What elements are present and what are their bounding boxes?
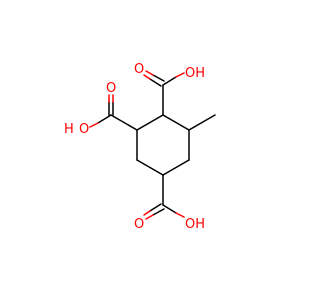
molecule-diagram: OH O H O O O OH — [64, 62, 216, 232]
bond-c-o-single-top-red — [175, 72, 185, 78]
label-o-left-carbonyl: O — [106, 81, 116, 96]
ring — [136, 114, 190, 176]
label-o-left-hydroxyl: O — [79, 122, 89, 137]
structure-canvas: OH O H O O O OH — [64, 62, 216, 232]
bond-c-o-double-bottom-a-red — [143, 210, 151, 216]
carboxyl-bottom — [143, 174, 185, 220]
label-o-bottom-carbonyl: O — [134, 217, 144, 232]
bond-ring-5 — [136, 159, 164, 176]
bond-c-o-single-bottom — [162, 204, 177, 214]
bond-ring-to-carboxyl-left — [110, 114, 138, 131]
bond-c-o-double-bottom-b — [152, 208, 165, 216]
carboxyl-top — [143, 70, 185, 116]
bond-c-o-double-bottom-b-red — [145, 214, 154, 220]
bond-methyl — [188, 114, 216, 131]
label-oh-bottom: OH — [185, 217, 205, 232]
bond-c-o-double-top-a — [149, 78, 162, 87]
label-oh-top: OH — [185, 66, 205, 81]
bond-c-o-double-top-b-red — [145, 70, 154, 76]
bond-c-o-double-top-b — [152, 74, 165, 82]
label-o-top: O — [134, 62, 144, 77]
bond-ring-2 — [162, 114, 190, 131]
bond-c-o-single-left — [97, 114, 112, 124]
carboxyl-left — [89, 94, 138, 131]
bond-ring-4 — [162, 159, 190, 176]
bond-ring-1 — [136, 114, 164, 131]
bond-c-o-single-left-red — [89, 122, 99, 128]
bond-c-o-single-bottom-red — [175, 212, 185, 218]
label-h-left: H — [64, 122, 74, 137]
bond-c-o-single-top — [162, 76, 177, 86]
bond-c-o-double-top-a-red — [143, 74, 151, 80]
bond-c-o-double-bottom-a — [149, 203, 162, 212]
